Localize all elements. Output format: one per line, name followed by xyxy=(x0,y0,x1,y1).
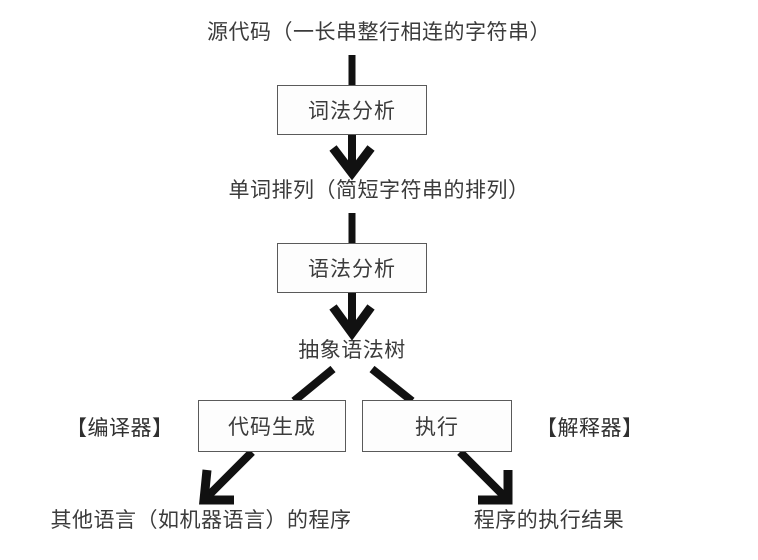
node-execution: 执行 xyxy=(362,400,512,452)
node-abstract-syntax-tree: 抽象语法树 xyxy=(298,339,406,362)
arrow-execution-to-output xyxy=(457,449,513,505)
arrow-syntax-to-ast xyxy=(329,293,375,341)
node-output-other-language: 其他语言（如机器语言）的程序 xyxy=(50,509,352,532)
connector-ast-to-execution xyxy=(369,365,415,405)
arrow-codegen-to-output xyxy=(199,449,255,505)
arrow-lexical-to-tokens xyxy=(329,135,375,181)
label-compiler-tag: 【编译器】 xyxy=(66,417,174,440)
node-output-result: 程序的执行结果 xyxy=(473,509,625,532)
node-source-code: 源代码（一长串整行相连的字符串） xyxy=(207,21,551,44)
node-code-generation: 代码生成 xyxy=(198,400,346,452)
node-token-sequence: 单词排列（简短字符串的排列） xyxy=(228,179,530,202)
connector-ast-to-codegen xyxy=(291,365,336,405)
label-interpreter-tag: 【解释器】 xyxy=(536,417,644,440)
node-lexical-analysis: 词法分析 xyxy=(277,85,427,135)
node-syntax-analysis: 语法分析 xyxy=(277,243,427,293)
